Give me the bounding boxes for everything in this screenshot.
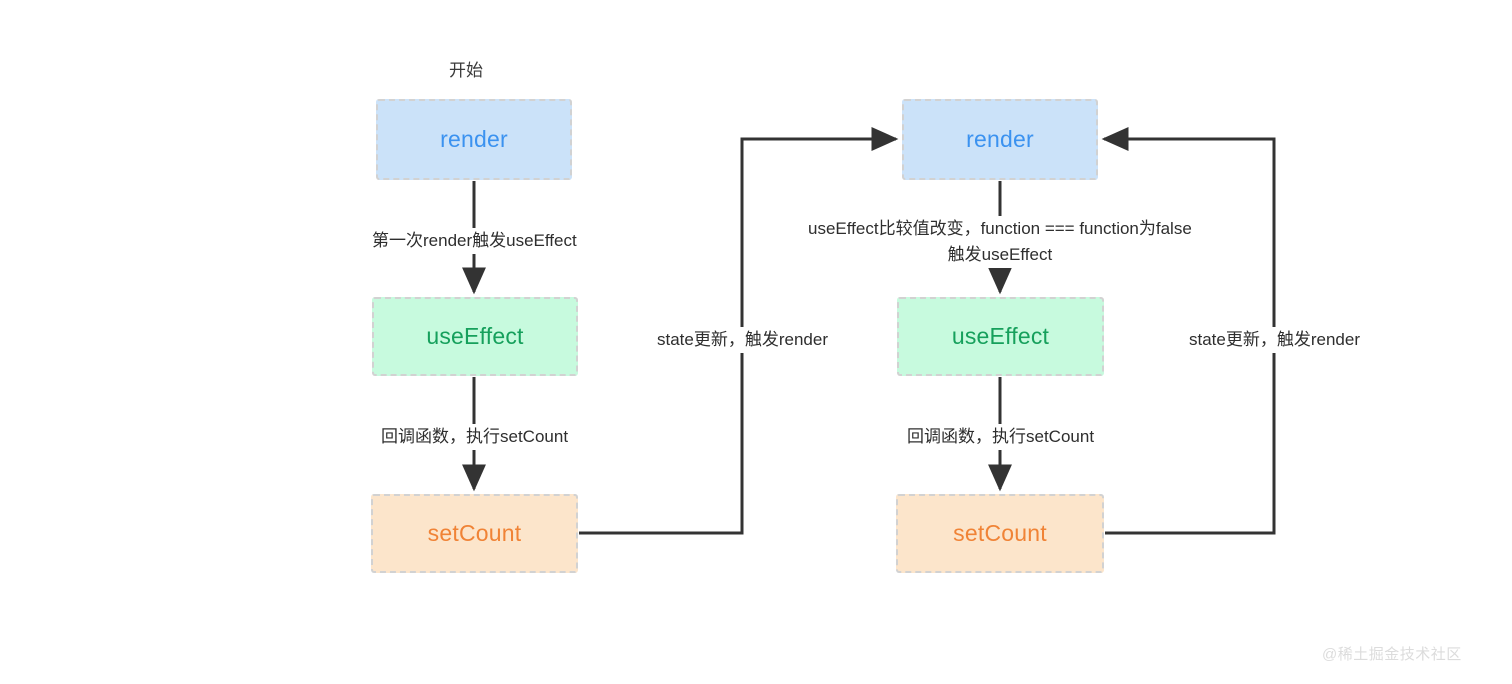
label-line: state更新，触发render <box>657 330 828 349</box>
label-line: 回调函数，执行setCount <box>381 427 569 446</box>
node-label: setCount <box>427 520 522 546</box>
label-left-useeffect-setcount: 回调函数，执行setCount <box>378 424 572 450</box>
label-line: useEffect比较值改变，function === function为fal… <box>808 219 1192 238</box>
label-left-render-useeffect: 第一次render触发useEffect <box>369 228 580 254</box>
label-left-setcount-render: state更新，触发render <box>654 327 831 353</box>
node-label: render <box>440 126 508 152</box>
label-line: 触发useEffect <box>947 245 1053 264</box>
node-render-left[interactable]: render <box>376 99 572 180</box>
node-useeffect-left[interactable]: useEffect <box>372 297 578 376</box>
node-useeffect-right[interactable]: useEffect <box>897 297 1104 376</box>
node-setcount-left[interactable]: setCount <box>371 494 578 573</box>
label-right-useeffect-setcount: 回调函数，执行setCount <box>904 424 1098 450</box>
node-render-right[interactable]: render <box>902 99 1098 180</box>
node-label: useEffect <box>426 323 524 349</box>
label-right-setcount-render: state更新，触发render <box>1186 327 1363 353</box>
label-line: state更新，触发render <box>1189 330 1360 349</box>
watermark: @稀土掘金技术社区 <box>1322 646 1462 663</box>
label-line: 第一次render触发useEffect <box>372 231 577 250</box>
node-label: useEffect <box>951 323 1050 349</box>
node-label: setCount <box>953 520 1047 546</box>
start-label: 开始 <box>449 61 483 80</box>
node-setcount-right[interactable]: setCount <box>896 494 1104 573</box>
label-line: 回调函数，执行setCount <box>907 427 1095 446</box>
node-label: render <box>966 126 1034 152</box>
label-right-render-useeffect: useEffect比较值改变，function === function为fal… <box>805 216 1195 268</box>
